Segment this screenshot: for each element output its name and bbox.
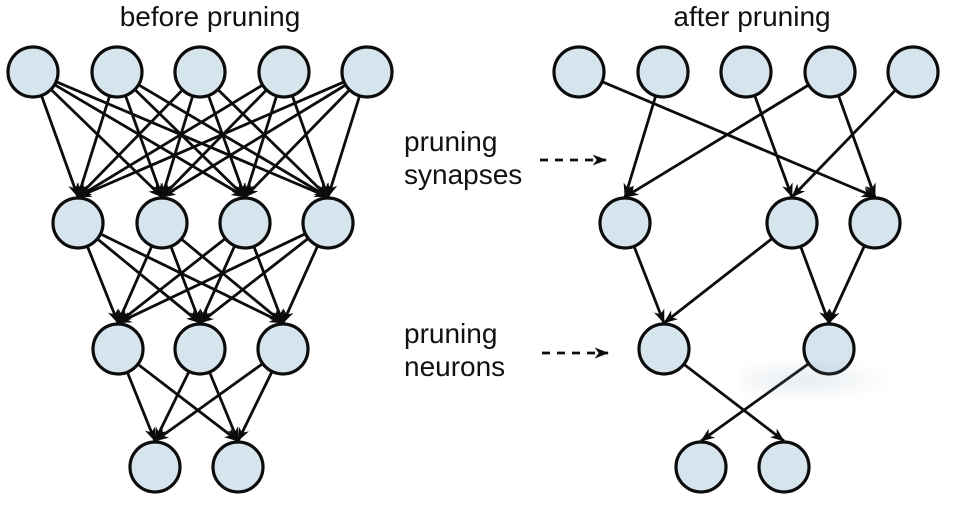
synapse-edge — [117, 232, 306, 325]
neuron-node-a3-2 — [802, 322, 856, 376]
synapse-edge — [77, 84, 263, 199]
synapse-edge — [208, 372, 240, 442]
synapse-edge — [126, 372, 157, 442]
synapse-edges-layer — [40, 80, 896, 443]
neuron-node-b1-5 — [340, 45, 394, 99]
synapse-edge — [827, 246, 866, 324]
synapse-edge — [160, 96, 194, 198]
pruning-arrows-layer — [540, 154, 609, 359]
after-pruning-title: after pruning — [673, 1, 831, 32]
synapse-edge — [124, 96, 164, 198]
neuron-node-b2-2 — [135, 196, 189, 250]
neuron-node-a1-5 — [886, 45, 940, 99]
synapse-edge — [683, 363, 785, 443]
synapse-edge — [236, 371, 273, 442]
synapse-edge — [217, 89, 329, 199]
neuron-node-b1-3 — [173, 45, 227, 99]
synapse-edge — [117, 237, 226, 325]
synapse-edge — [624, 84, 809, 199]
synapse-edge — [50, 89, 163, 199]
pruning-synapses-line2: synapses — [404, 159, 523, 190]
pruning-synapses-line1: pruning — [404, 126, 498, 157]
synapse-edge — [753, 95, 794, 198]
neuron-node-a1-4 — [803, 45, 857, 99]
neuron-node-a2-1 — [598, 196, 652, 250]
synapse-edge — [54, 83, 246, 199]
neuron-node-a4-2 — [757, 440, 811, 494]
neuron-node-a4-1 — [674, 440, 728, 494]
neuron-node-b2-3 — [218, 196, 272, 250]
synapse-edge — [799, 246, 831, 324]
neuron-node-b2-4 — [301, 196, 355, 250]
synapse-edge — [291, 96, 330, 198]
synapse-edge — [40, 96, 80, 198]
synapse-edge — [663, 237, 773, 325]
pruning-neurons-line1: pruning — [404, 318, 498, 349]
before-pruning-title: before pruning — [119, 1, 301, 32]
synapse-edge — [790, 89, 896, 198]
synapse-edge — [700, 363, 809, 443]
synapse-edge — [76, 96, 111, 198]
synapse-edge — [623, 96, 657, 198]
pruning-neurons-line2: neurons — [404, 351, 506, 382]
synapse-edge — [198, 246, 236, 324]
synapse-edge — [137, 363, 239, 443]
synapse-edge — [161, 84, 346, 199]
synapse-edge — [281, 246, 319, 324]
neuron-node-a1-2 — [636, 45, 690, 99]
neuron-node-a1-1 — [552, 45, 606, 99]
synapse-edge — [97, 238, 201, 325]
neuron-node-a1-3 — [719, 45, 773, 99]
neuron-node-b3-3 — [256, 322, 310, 376]
synapse-edge — [181, 238, 284, 325]
synapse-edge — [116, 246, 153, 324]
synapse-edge — [86, 246, 120, 324]
neuron-node-b2-1 — [51, 196, 105, 250]
synapse-edge — [134, 89, 246, 199]
neuron-node-b1-1 — [6, 45, 60, 99]
neuron-nodes-layer — [6, 45, 940, 494]
synapse-edge — [77, 81, 344, 199]
synapse-edge — [243, 89, 350, 198]
synapse-edge — [837, 96, 877, 198]
synapse-edge — [199, 237, 309, 325]
pruning-synapses-label: pruning synapses — [404, 125, 522, 191]
synapse-edge — [138, 84, 329, 199]
neuron-node-a3-1 — [637, 322, 691, 376]
neuron-node-b4-2 — [211, 440, 265, 494]
synapse-edge — [56, 80, 329, 199]
neuron-node-a2-2 — [765, 196, 819, 250]
synapse-edge — [252, 246, 285, 324]
neuron-node-b3-1 — [91, 322, 145, 376]
synapse-edge — [76, 89, 183, 198]
synapse-edge — [100, 233, 284, 325]
neuron-node-a2-3 — [848, 196, 902, 250]
synapse-edge — [633, 246, 666, 324]
synapse-edge — [326, 96, 361, 198]
neuron-node-b1-4 — [257, 45, 311, 99]
synapse-edge — [169, 246, 202, 324]
neuron-node-b3-2 — [173, 322, 227, 376]
neuron-node-b1-2 — [90, 45, 144, 99]
synapse-edge — [602, 80, 876, 199]
synapse-edge — [154, 363, 263, 443]
neuron-node-b4-1 — [128, 440, 182, 494]
synapse-edge — [160, 89, 267, 198]
pruning-neurons-label: pruning neurons — [404, 317, 505, 383]
